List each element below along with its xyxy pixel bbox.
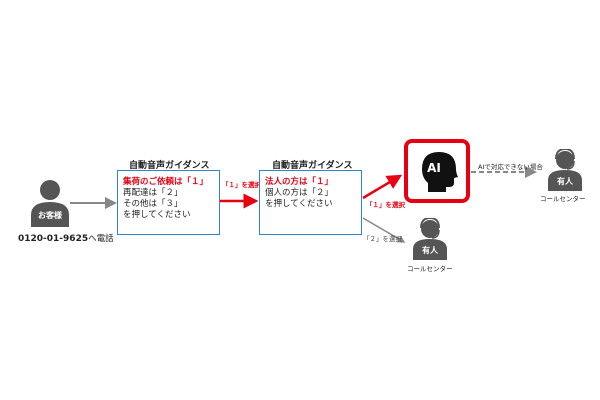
ai-head-icon xyxy=(422,152,458,192)
guidance2-line3: を押してください xyxy=(265,199,333,209)
operator-bottom-badge: 有人 xyxy=(422,246,438,255)
guidance1-line4: を押してください xyxy=(123,210,191,220)
guidance2-title: 自動音声ガイダンス xyxy=(272,161,353,171)
guidance2-box: 法人の方は「１」 個人の方は「２」 を押してください xyxy=(259,170,362,235)
ai-label: AI xyxy=(427,161,441,175)
guidance1-line3: その他は「３」 xyxy=(123,199,183,209)
guidance2-line2: 個人の方は「２」 xyxy=(265,188,334,198)
operator-headset-icon xyxy=(548,147,582,191)
arrow2-label: 「１」を選択 xyxy=(366,201,405,209)
guidance1-line2: 再配達は「２」 xyxy=(123,188,183,198)
operator-top-caption: コールセンター xyxy=(540,195,586,203)
operator-top-badge: 有人 xyxy=(557,177,573,186)
person-icon xyxy=(31,180,69,227)
operator-headset-icon xyxy=(413,216,447,260)
arrow-guidance2-to-operator xyxy=(362,217,406,243)
fallback-label: AIで対応できない場合 xyxy=(478,163,543,171)
guidance1-box: 集荷のご依頼は「１」 再配達は「２」 その他は「３」 を押してください xyxy=(117,170,220,235)
customer-phone: 0120-01-9625へ電話 xyxy=(18,232,114,244)
operator-bottom-figure: 有人 xyxy=(410,216,450,260)
customer-badge: お客様 xyxy=(38,211,62,220)
phone-number: 0120-01-9625 xyxy=(18,234,89,244)
arrow3-label: 「２」を選択 xyxy=(363,235,402,243)
operator-bottom-caption: コールセンター xyxy=(407,265,453,273)
operator-top-figure: 有人 xyxy=(545,147,585,191)
ai-box: AI xyxy=(404,139,470,203)
guidance1-title: 自動音声ガイダンス xyxy=(129,161,210,171)
guidance2-line1: 法人の方は「１」 xyxy=(265,177,334,187)
guidance1-line1: 集荷のご依頼は「１」 xyxy=(123,177,209,187)
arrow1-label: 「１」を選択 xyxy=(222,181,261,189)
arrow-guidance2-to-ai xyxy=(362,174,403,200)
phone-suffix: へ電話 xyxy=(88,234,114,244)
customer-figure: お客様 xyxy=(28,179,72,227)
